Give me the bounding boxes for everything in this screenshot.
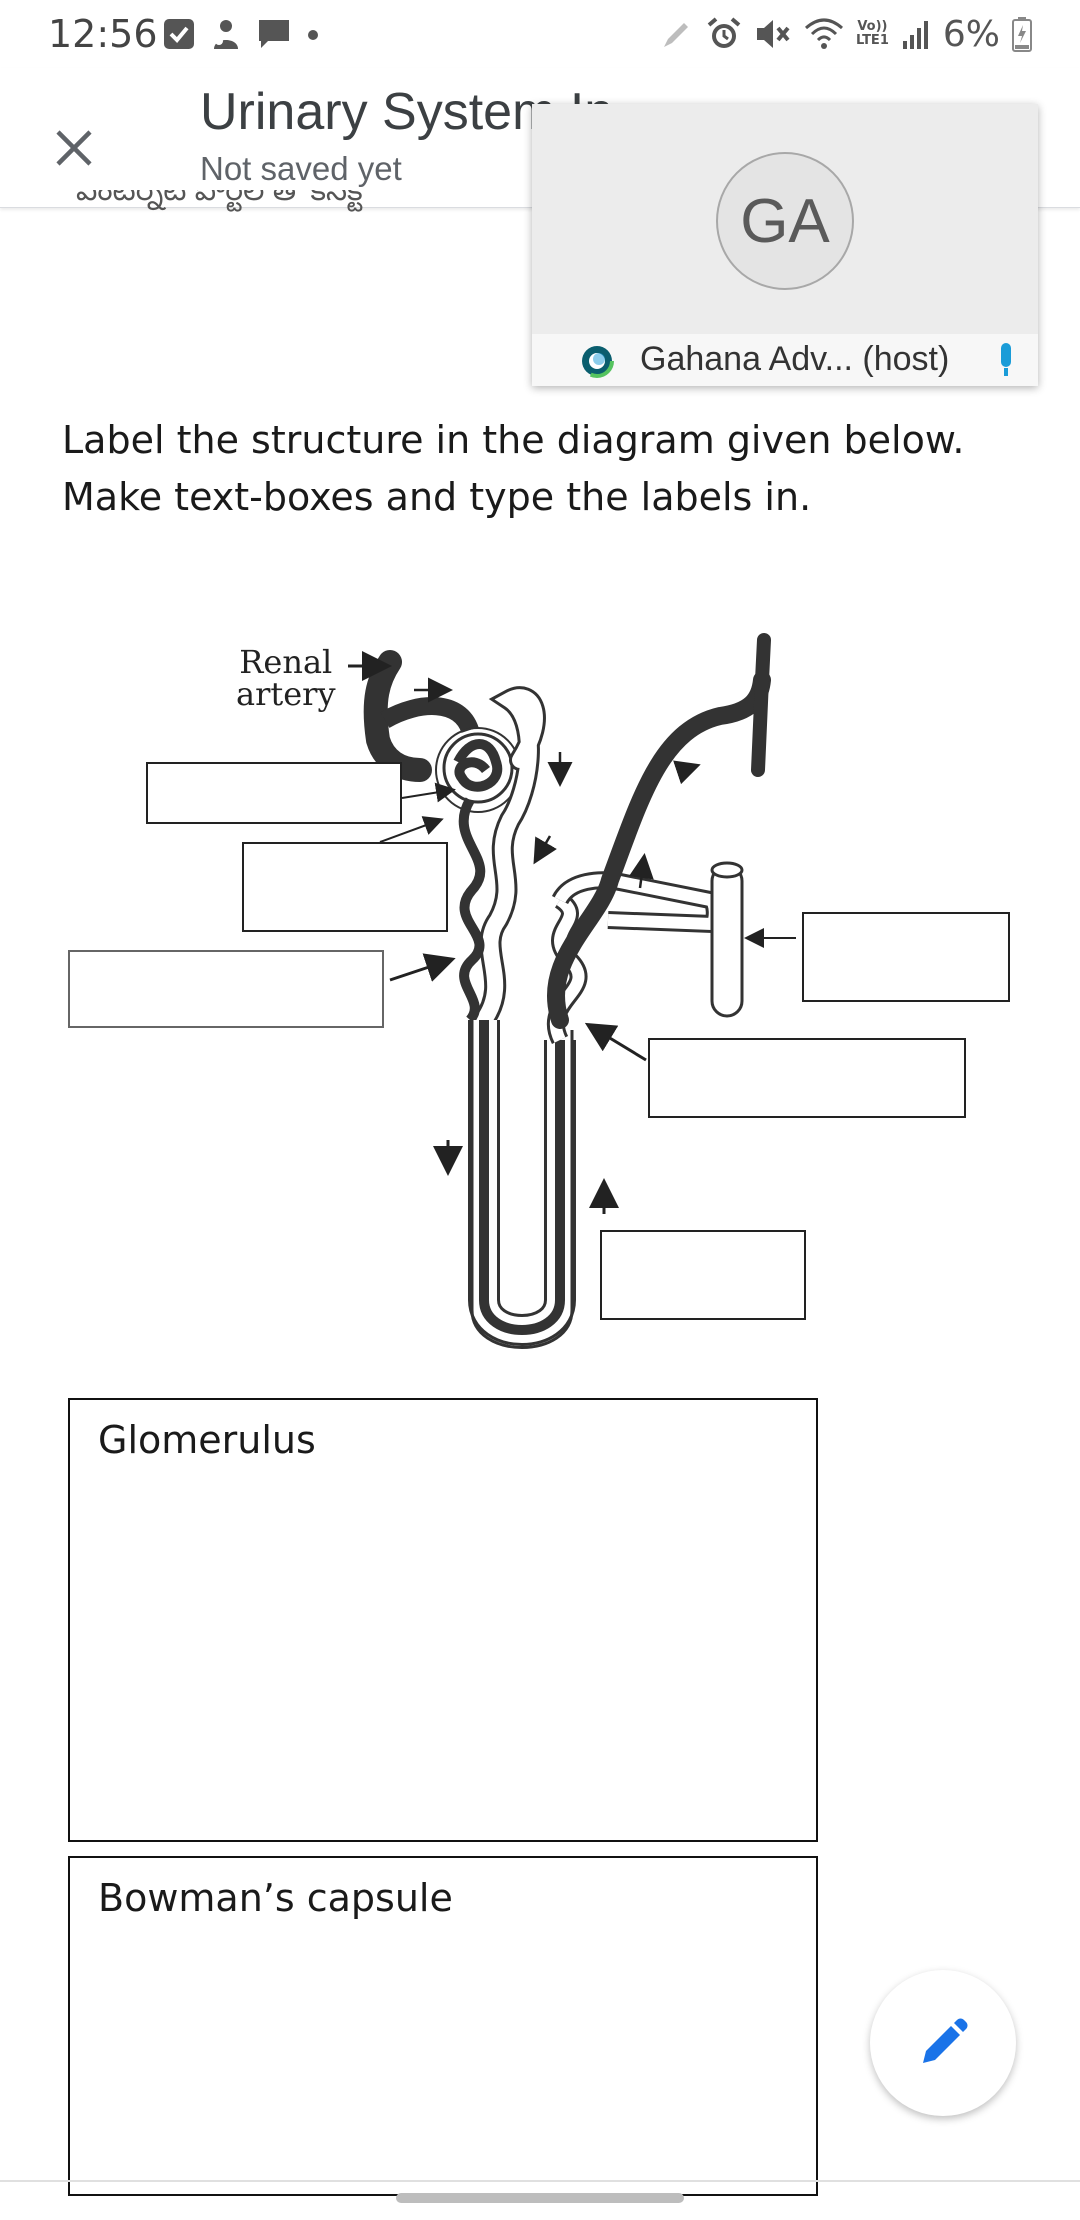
- status-right-icons: Vo)) LTE1 6%: [660, 12, 1032, 56]
- battery-charging-icon: [1012, 17, 1032, 52]
- instruction-text: Label the structure in the diagram given…: [62, 418, 965, 519]
- meeting-participant-tile[interactable]: GA Gahana Adv... (host): [532, 104, 1038, 386]
- pencil-edit-icon: [923, 2018, 968, 2063]
- answer-box-label: Bowman’s capsule: [98, 1876, 453, 1920]
- alarm-icon: [707, 17, 741, 48]
- notification-app-icon: [214, 20, 238, 49]
- save-check-icon: [164, 19, 194, 49]
- status-left-icons: [162, 14, 320, 54]
- cut-off-text: ఎంటర్నెట్ పోర్టల్ తో కనెక్ట్: [76, 190, 363, 207]
- webex-logo-icon: [580, 344, 614, 378]
- dot-icon: [308, 30, 318, 40]
- answer-box-bowmans-capsule[interactable]: Bowman’s capsule: [68, 1856, 818, 2196]
- signal-icon: [902, 21, 928, 49]
- close-button[interactable]: [40, 114, 108, 182]
- diagram-label-box[interactable]: [242, 842, 448, 932]
- diagram-label-box[interactable]: [600, 1230, 806, 1320]
- nephron-diagram: Renal artery: [0, 620, 1080, 1360]
- participant-name: Gahana Adv... (host): [640, 340, 950, 378]
- diagram-label-box[interactable]: [648, 1038, 966, 1118]
- microphone-icon: [1001, 343, 1011, 376]
- save-status: Not saved yet: [200, 150, 402, 187]
- mute-icon: [756, 20, 790, 48]
- bottom-divider: [0, 2180, 1080, 2182]
- network-type-label: Vo)) LTE1: [855, 19, 889, 48]
- diagram-label-box[interactable]: [146, 762, 402, 824]
- answer-box-label: Glomerulus: [98, 1418, 316, 1462]
- renal-artery-label: Renal artery: [236, 643, 336, 713]
- diagram-label-box[interactable]: [802, 912, 1010, 1002]
- participant-bar: Gahana Adv... (host): [532, 334, 1038, 386]
- chat-bubble-icon: [259, 20, 289, 48]
- answer-box-glomerulus[interactable]: Glomerulus: [68, 1398, 818, 1842]
- diagram-label-box[interactable]: [68, 950, 384, 1028]
- edit-fab-button[interactable]: [870, 1970, 1016, 2116]
- pen-icon: [663, 23, 688, 47]
- avatar: GA: [716, 152, 854, 290]
- gesture-nav-handle[interactable]: [396, 2193, 684, 2203]
- wifi-icon: [804, 18, 843, 49]
- battery-percent: 6%: [942, 13, 1000, 55]
- status-bar: 12:56 Vo)) LTE1 6%: [0, 0, 1080, 68]
- status-time: 12:56: [48, 12, 158, 56]
- close-icon: [56, 130, 92, 166]
